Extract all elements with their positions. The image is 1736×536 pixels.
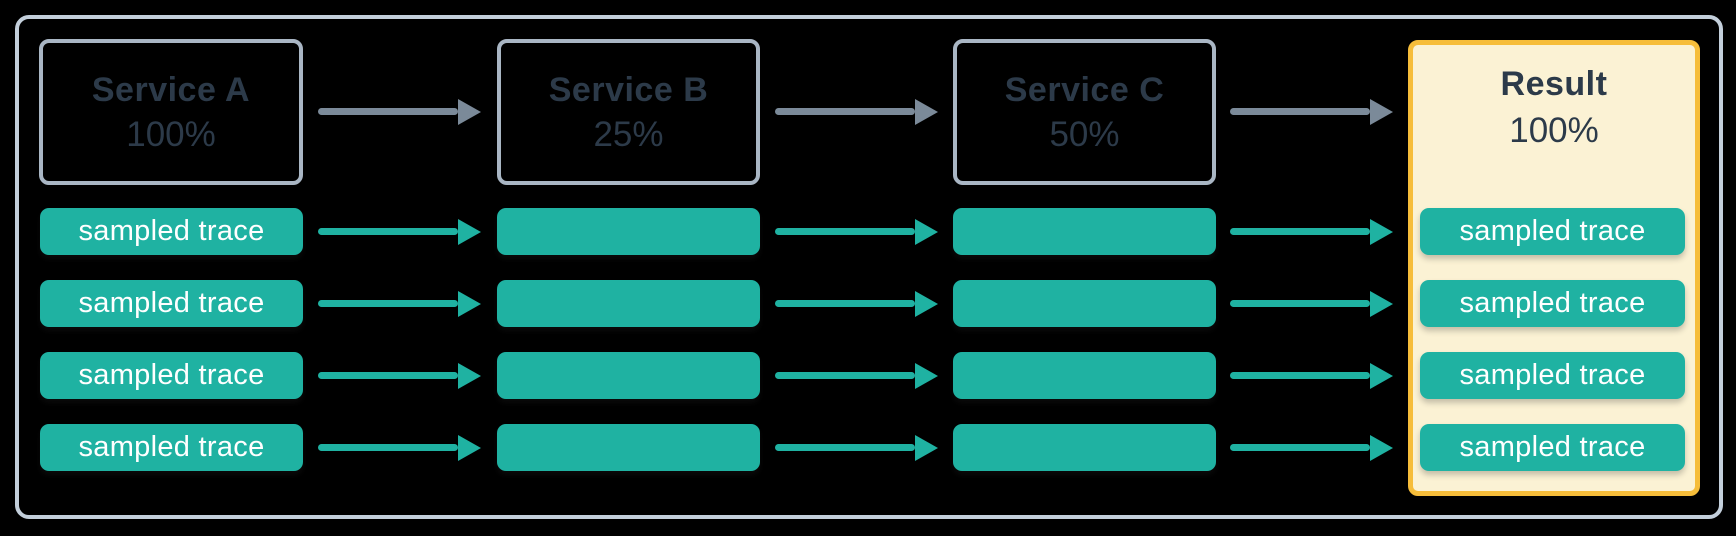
flow-arrow-icon: [775, 372, 915, 379]
trace-box: [953, 280, 1216, 327]
sampled-trace-box: sampled trace: [1420, 280, 1685, 327]
sampled-trace-box: sampled trace: [40, 280, 303, 327]
sampled-trace-label: sampled trace: [1459, 287, 1646, 319]
service-b-box: Service B 25%: [497, 39, 760, 185]
result-name: Result: [1500, 65, 1608, 103]
trace-box: [953, 424, 1216, 471]
service-c-name: Service C: [1004, 70, 1165, 109]
flow-arrow-icon: [318, 444, 458, 451]
sampled-trace-label: sampled trace: [78, 431, 265, 463]
sampled-trace-box: sampled trace: [40, 352, 303, 399]
flow-arrow-icon: [318, 372, 458, 379]
sampled-trace-box: sampled trace: [1420, 352, 1685, 399]
trace-box: [953, 208, 1216, 255]
flow-arrow-icon: [318, 108, 458, 115]
flow-arrow-icon: [1230, 300, 1370, 307]
flow-arrow-icon: [775, 108, 915, 115]
service-a-rate: 100%: [126, 114, 216, 154]
sampled-trace-label: sampled trace: [1459, 215, 1646, 247]
sampled-trace-box: sampled trace: [1420, 424, 1685, 471]
trace-box: [497, 280, 760, 327]
result-box: Result 100%: [1408, 40, 1700, 496]
sampled-trace-box: sampled trace: [40, 424, 303, 471]
trace-box: [497, 352, 760, 399]
flow-arrow-icon: [318, 300, 458, 307]
flow-arrow-icon: [1230, 108, 1370, 115]
flow-arrow-icon: [775, 444, 915, 451]
service-a-name: Service A: [91, 70, 251, 109]
flow-arrow-icon: [1230, 228, 1370, 235]
diagram-frame: [15, 15, 1723, 519]
sampled-trace-box: sampled trace: [40, 208, 303, 255]
sampled-trace-box: sampled trace: [1420, 208, 1685, 255]
sampled-trace-label: sampled trace: [78, 287, 265, 319]
service-b-rate: 25%: [593, 114, 664, 154]
result-rate: 100%: [1509, 111, 1599, 150]
flow-arrow-icon: [1230, 444, 1370, 451]
sampled-trace-label: sampled trace: [78, 359, 265, 391]
service-c-box: Service C 50%: [953, 39, 1216, 185]
trace-box: [497, 424, 760, 471]
flow-arrow-icon: [318, 228, 458, 235]
service-c-rate: 50%: [1049, 114, 1120, 154]
service-b-name: Service B: [548, 70, 709, 109]
service-a-box: Service A 100%: [39, 39, 303, 185]
sampled-trace-label: sampled trace: [1459, 431, 1646, 463]
flow-arrow-icon: [775, 228, 915, 235]
trace-box: [953, 352, 1216, 399]
trace-box: [497, 208, 760, 255]
flow-arrow-icon: [775, 300, 915, 307]
sampled-trace-label: sampled trace: [78, 215, 265, 247]
sampled-trace-label: sampled trace: [1459, 359, 1646, 391]
flow-arrow-icon: [1230, 372, 1370, 379]
